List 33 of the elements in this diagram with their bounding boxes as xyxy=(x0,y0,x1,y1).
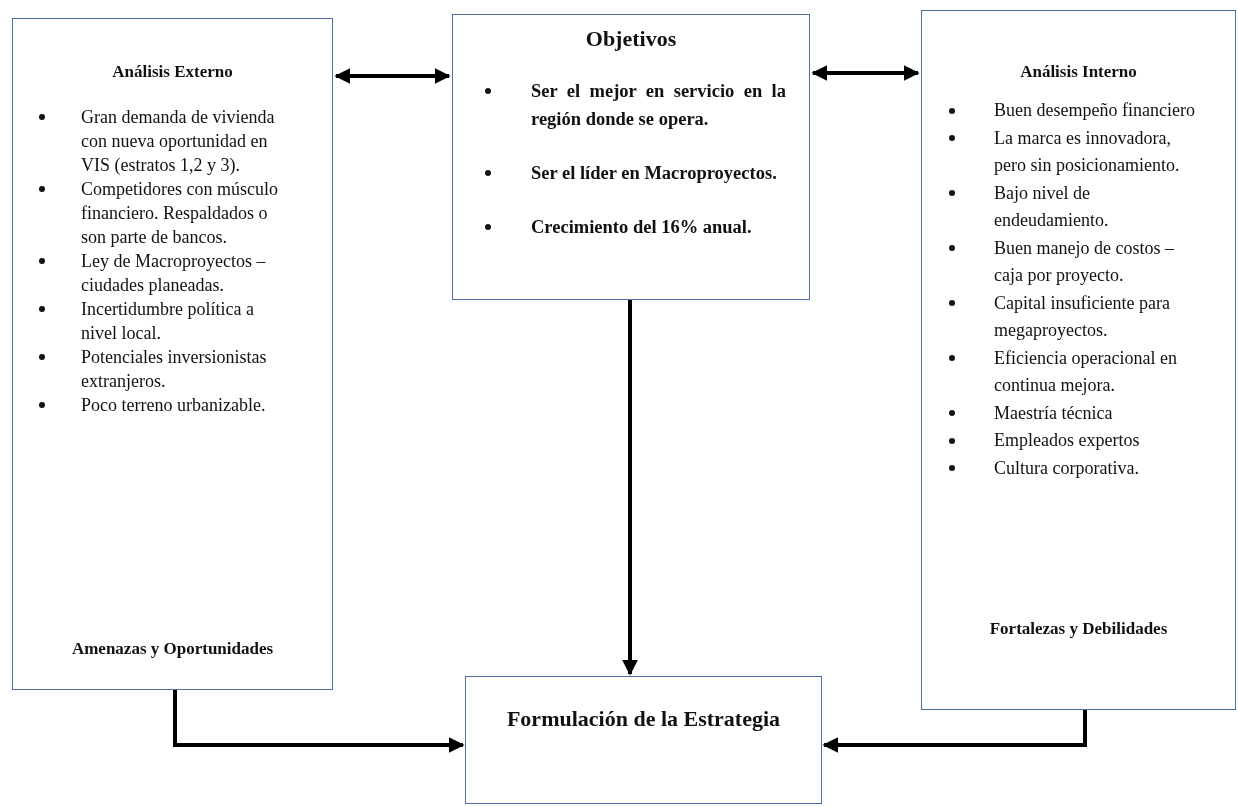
bullet-item: Crecimiento del 16% anual. xyxy=(531,216,753,239)
arrow xyxy=(173,690,465,753)
bullet-item: Buen desempeño financiero xyxy=(994,99,1196,122)
bullet-item: Poco terreno urbanizable. xyxy=(81,394,267,417)
bullet-item: Gran demanda de vivienda con nueva oportunidad en VIS (estratos 1,2 y 3). xyxy=(81,106,276,177)
bullet-item: Maestría técnica xyxy=(994,401,1114,425)
bullet-item: Incertidumbre política a nivel local. xyxy=(81,298,255,345)
bullet-item: Ley de Macroproyectos – ciudades planeadas. xyxy=(81,250,267,297)
bullet-item: Competidores con músculo financiero. Respaldados o son parte de bancos. xyxy=(81,178,279,249)
arrow xyxy=(822,710,1087,753)
arrow xyxy=(622,300,638,676)
bullet-item: Potenciales inversionistas extranjeros. xyxy=(81,346,268,393)
bullet-item: La marca es innovadora, pero sin posicionamiento. xyxy=(994,126,1181,177)
bullet-item: Ser el líder en Macroproyectos. xyxy=(531,162,778,185)
panel-heading: Formulación de la Estrategia xyxy=(505,705,782,733)
panel-heading: Análisis Externo xyxy=(111,61,234,83)
panel-heading: Objetivos xyxy=(584,25,678,53)
bullet-item: Empleados expertos xyxy=(994,429,1141,452)
panel-footer: Fortalezas y Debilidades xyxy=(922,619,1235,639)
text-panel xyxy=(12,18,333,690)
text-panel xyxy=(452,14,810,300)
arrow xyxy=(811,65,920,81)
bullet-item: Bajo nivel de endeudamiento. xyxy=(994,181,1110,232)
panel-footer: Amenazas y Oportunidades xyxy=(13,639,332,659)
bullet-item: Ser el mejor en servicio en la región donde se opera. xyxy=(531,80,786,131)
bullet-item: Eficiencia operacional en continua mejora. xyxy=(994,346,1178,397)
bullet-item: Capital insuficiente para megaproyectos. xyxy=(994,291,1171,342)
bullet-item: Cultura corporativa. xyxy=(994,456,1140,480)
panel-heading: Análisis Interno xyxy=(1019,61,1138,83)
bullet-item: Buen manejo de costos – caja por proyecto. xyxy=(994,236,1175,287)
text-panel xyxy=(921,10,1236,710)
arrow xyxy=(334,68,451,84)
process-box xyxy=(465,676,822,804)
